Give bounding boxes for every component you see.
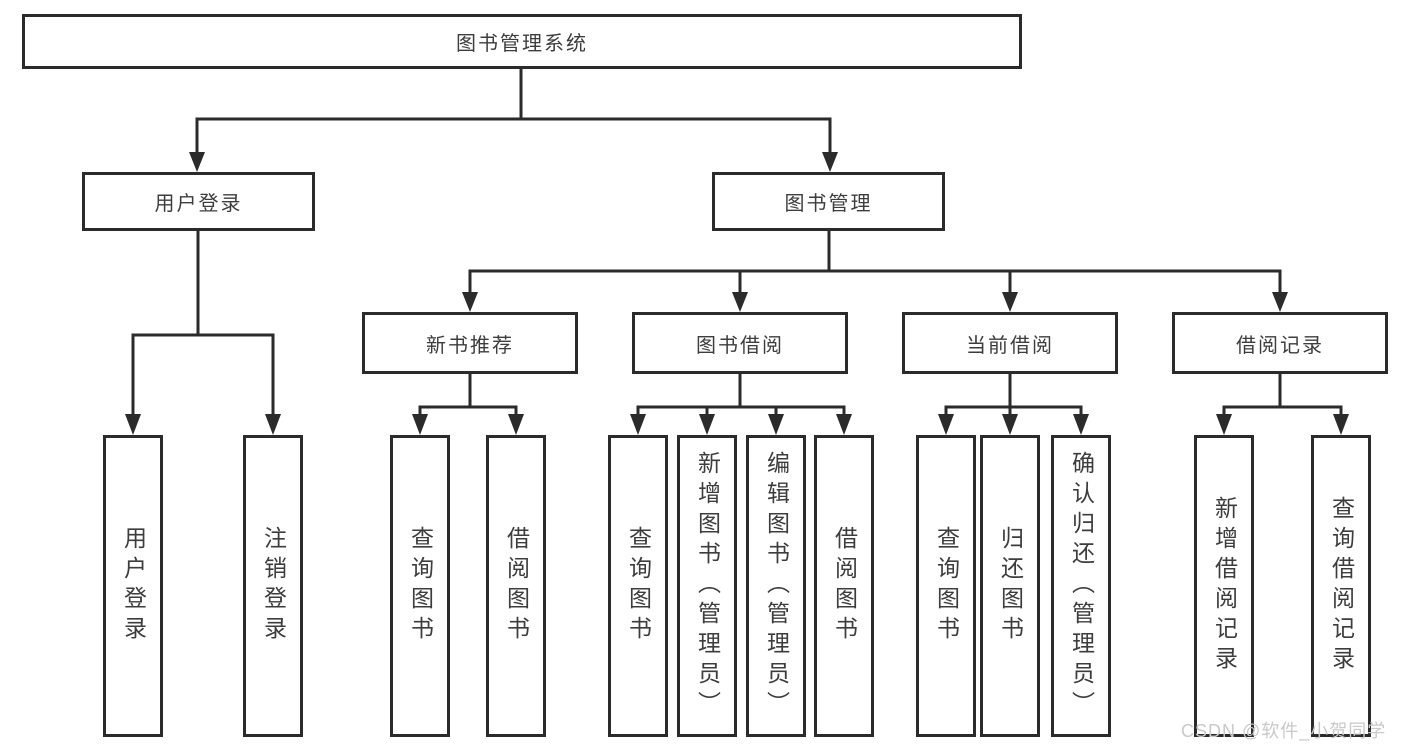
leaf-cb-return-books: 归还图书 [980,435,1040,737]
node-user-login: 用户登录 [82,172,315,231]
node-current-borrow: 当前借阅 [902,312,1118,374]
leaf-nbr-query-books: 查询图书 [390,435,450,737]
node-new-book-recommend: 新书推荐 [362,312,578,374]
csdn-watermark: CSDN @软件_小贺同学 [1181,721,1387,741]
node-book-management: 图书管理 [712,172,945,231]
arrowheads [125,152,1349,435]
node-borrow-records-label: 借阅记录 [1236,334,1324,357]
node-borrow-records: 借阅记录 [1172,312,1388,374]
node-new-book-recommend-label: 新书推荐 [426,334,514,357]
node-book-borrow: 图书借阅 [632,312,848,374]
node-user-login-label: 用户登录 [154,193,243,215]
leaf-bb-add-books-admin: 新增图书（管理员） [677,435,737,737]
leaf-cb-confirm-return-admin: 确认归还（管理员） [1051,435,1111,737]
node-book-management-label: 图书管理 [784,193,873,215]
node-root-system: 图书管理系统 [22,14,1022,69]
node-book-borrow-label: 图书借阅 [696,334,784,357]
leaf-bb-edit-books-admin: 编辑图书（管理员） [746,435,806,737]
leaf-br-query-record: 查询借阅记录 [1311,435,1371,737]
leaf-br-add-record: 新增借阅记录 [1194,435,1254,737]
leaf-nbr-borrow-books: 借阅图书 [486,435,546,737]
node-current-borrow-label: 当前借阅 [966,334,1054,357]
node-root-label: 图书管理系统 [456,33,588,55]
leaf-user-login: 用户登录 [103,435,163,737]
leaf-cb-query-books: 查询图书 [916,435,976,737]
leaf-bb-borrow-books: 借阅图书 [814,435,874,737]
leaf-bb-query-books: 查询图书 [608,435,668,737]
leaf-logout-login: 注销登录 [243,435,303,737]
